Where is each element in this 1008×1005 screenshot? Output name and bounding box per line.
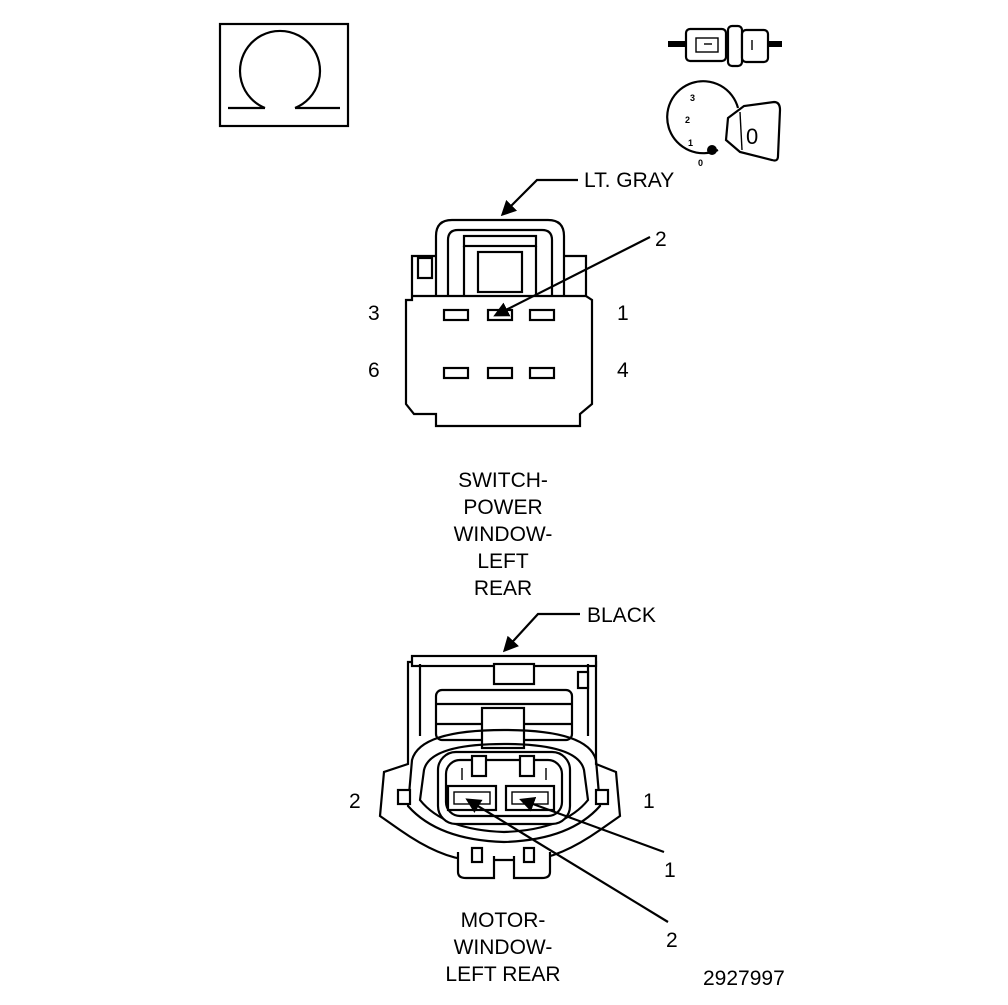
switch-connector-title: SWITCH- POWER WINDOW- LEFT REAR xyxy=(454,469,553,600)
disconnected-connector-icon xyxy=(668,24,782,68)
switch-cavity-4: 4 xyxy=(617,359,629,382)
ignition-pos-3: 3 xyxy=(690,93,695,103)
motor-terminal-callout-2: 2 xyxy=(666,929,678,952)
switch-color-leader xyxy=(500,178,578,217)
figure-number: 2927997 xyxy=(703,967,785,990)
switch-title-line-1: SWITCH- xyxy=(458,469,548,492)
motor-title-line-1: MOTOR- xyxy=(461,909,546,932)
motor-terminal-leader-1 xyxy=(519,797,665,854)
motor-side-2: 2 xyxy=(349,790,361,813)
switch-color-label: LT. GRAY xyxy=(584,169,674,192)
ignition-pos-1: 1 xyxy=(688,138,693,148)
switch-title-line-3: WINDOW- xyxy=(454,523,553,546)
switch-cavity-6: 6 xyxy=(368,359,380,382)
ignition-pos-2: 2 xyxy=(685,115,690,125)
switch-title-line-5: REAR xyxy=(474,577,532,600)
motor-terminal-callout-1: 1 xyxy=(664,859,676,882)
motor-title-line-3: LEFT REAR xyxy=(445,963,560,986)
switch-terminal-callout: 2 xyxy=(655,228,667,251)
ignition-key-label: 0 xyxy=(746,124,758,149)
switch-cavity-3: 3 xyxy=(368,302,380,325)
ignition-key-icon: 3 2 1 0 0 xyxy=(666,80,782,168)
ohmmeter-icon xyxy=(218,22,350,128)
motor-connector-title: MOTOR- WINDOW- LEFT REAR xyxy=(445,909,560,986)
motor-color-leader xyxy=(502,612,580,653)
motor-side-1: 1 xyxy=(643,790,655,813)
switch-cavity-1: 1 xyxy=(617,302,629,325)
switch-title-line-4: LEFT xyxy=(477,550,529,573)
ignition-pos-0: 0 xyxy=(698,158,703,168)
motor-title-line-2: WINDOW- xyxy=(454,936,553,959)
motor-color-label: BLACK xyxy=(587,604,656,627)
switch-connector: LT. GRAY 2 3 1 6 4 xyxy=(368,169,674,428)
switch-title-line-2: POWER xyxy=(463,496,542,519)
motor-connector: BLACK 2 1 xyxy=(349,604,678,952)
switch-terminal-leader xyxy=(493,236,651,317)
motor-terminal-leader-2 xyxy=(465,798,669,923)
